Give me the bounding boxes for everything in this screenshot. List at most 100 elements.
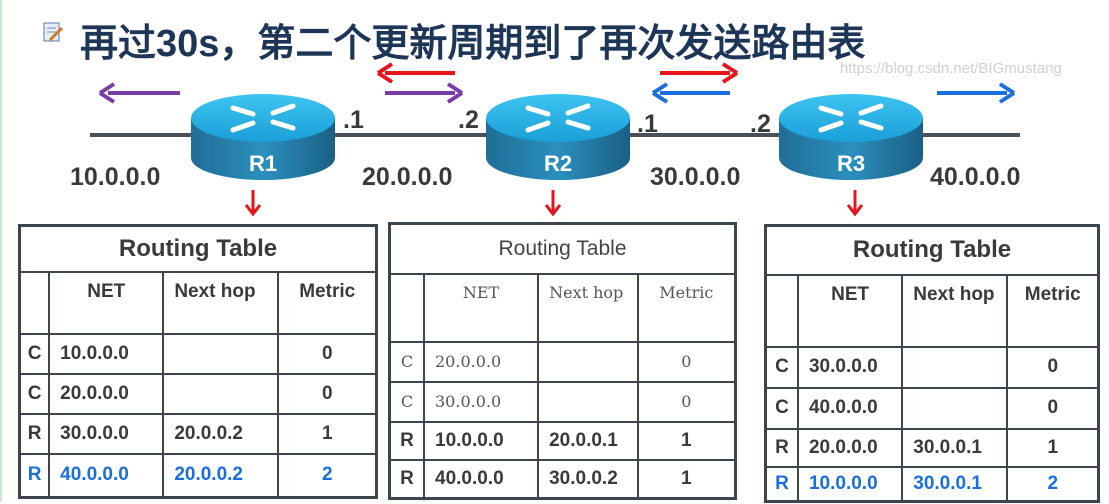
table-cell: R (388, 420, 425, 461)
table-cell: C (388, 340, 425, 383)
table-cell: 1 (636, 458, 737, 500)
router-arrows-icon (818, 103, 884, 133)
network-label: 40.0.0.0 (930, 163, 1021, 191)
column-header: NET (48, 270, 165, 335)
table-cell: 0 (277, 332, 378, 375)
table-cell: 40.0.0.0 (48, 452, 165, 499)
arrow-blue-right (937, 82, 1016, 104)
table-cell: 1 (277, 412, 378, 455)
table-cell (388, 272, 425, 343)
arrow-red-down (244, 190, 864, 217)
table-cell: 20.0.0.2 (162, 412, 280, 455)
table-cell (162, 332, 280, 375)
table-cell: R (764, 465, 799, 503)
slide-title: 再过30s，第二个更新周期到了再次发送路由表 (80, 23, 866, 65)
table-cell (764, 273, 799, 348)
table-cell: 2 (277, 452, 378, 499)
notepad-pencil-icon (43, 22, 64, 42)
arrow-red-left (376, 62, 455, 84)
network-label: 10.0.0.0 (70, 163, 161, 191)
watermark: https://blog.csdn.net/BIGmustang (840, 60, 1062, 77)
table-cell: C (18, 332, 51, 375)
table-cell: 40.0.0.0 (422, 458, 540, 500)
table-cell: R (18, 452, 51, 499)
table-cell: C (18, 372, 51, 415)
arrows (98, 62, 1016, 217)
table-cell: 0 (1006, 386, 1100, 430)
column-header: Metric (636, 272, 737, 343)
arrow-red-right (660, 62, 739, 84)
table-cell (901, 345, 1009, 389)
table-cell: C (388, 380, 425, 423)
table-cell: 20.0.0.0 (422, 340, 540, 383)
table-cell: 30.0.0.0 (48, 412, 165, 455)
column-header: Next hop (537, 272, 639, 343)
arrow-purple-right (385, 82, 464, 104)
router-r2: R2 (486, 94, 630, 180)
router-label: R1 (249, 151, 277, 176)
table-cell (537, 340, 639, 383)
table-cell: C (764, 345, 799, 389)
arrow-blue-left (651, 82, 730, 104)
interface-label: .1 (637, 110, 658, 138)
table-cell: 30.0.0.1 (901, 427, 1009, 468)
table-cell: 10.0.0.0 (796, 465, 904, 503)
router-arrows-icon (230, 103, 296, 133)
table-cell: C (764, 386, 799, 430)
table-cell: 20.0.0.0 (48, 372, 165, 415)
table-cell: 40.0.0.0 (796, 386, 904, 430)
router-arrows-icon (525, 103, 591, 133)
table-cell: 0 (277, 372, 378, 415)
column-header: NET (796, 273, 904, 348)
table-cell: 20.0.0.2 (162, 452, 280, 499)
table-cell: 0 (1006, 345, 1100, 389)
column-header: Next hop (162, 270, 280, 335)
table-cell: R (18, 412, 51, 455)
table-cell: 10.0.0.0 (48, 332, 165, 375)
table-cell: 30.0.0.0 (796, 345, 904, 389)
column-header: Metric (277, 270, 378, 335)
table-title: Routing Table (388, 222, 737, 275)
table-cell (537, 380, 639, 423)
interface-label: .2 (458, 106, 479, 134)
network-label: 30.0.0.0 (650, 163, 741, 191)
table-cell: 1 (636, 420, 737, 461)
table-cell: 20.0.0.0 (796, 427, 904, 468)
network-label: 20.0.0.0 (362, 163, 453, 191)
table-cell: R (764, 427, 799, 468)
network-diagram: R1 R2 R3 (90, 62, 1020, 217)
interface-label: .2 (750, 110, 771, 138)
table-cell: 30.0.0.0 (422, 380, 540, 423)
column-header: Next hop (901, 273, 1009, 348)
table-cell: 0 (636, 380, 737, 423)
table-title: Routing Table (18, 224, 378, 273)
table-cell: 30.0.0.1 (901, 465, 1009, 503)
table-cell (18, 270, 51, 335)
table-cell: 0 (636, 340, 737, 383)
column-header: Metric (1006, 273, 1100, 348)
router-label: R2 (544, 151, 572, 176)
table-cell (901, 386, 1009, 430)
column-header: NET (422, 272, 540, 343)
interface-label: .1 (343, 106, 364, 134)
router-label: R3 (837, 151, 865, 176)
table-cell: 30.0.0.2 (537, 458, 639, 500)
router-r3: R3 (779, 94, 923, 180)
table-cell: 1 (1006, 427, 1100, 468)
table-cell: 10.0.0.0 (422, 420, 540, 461)
